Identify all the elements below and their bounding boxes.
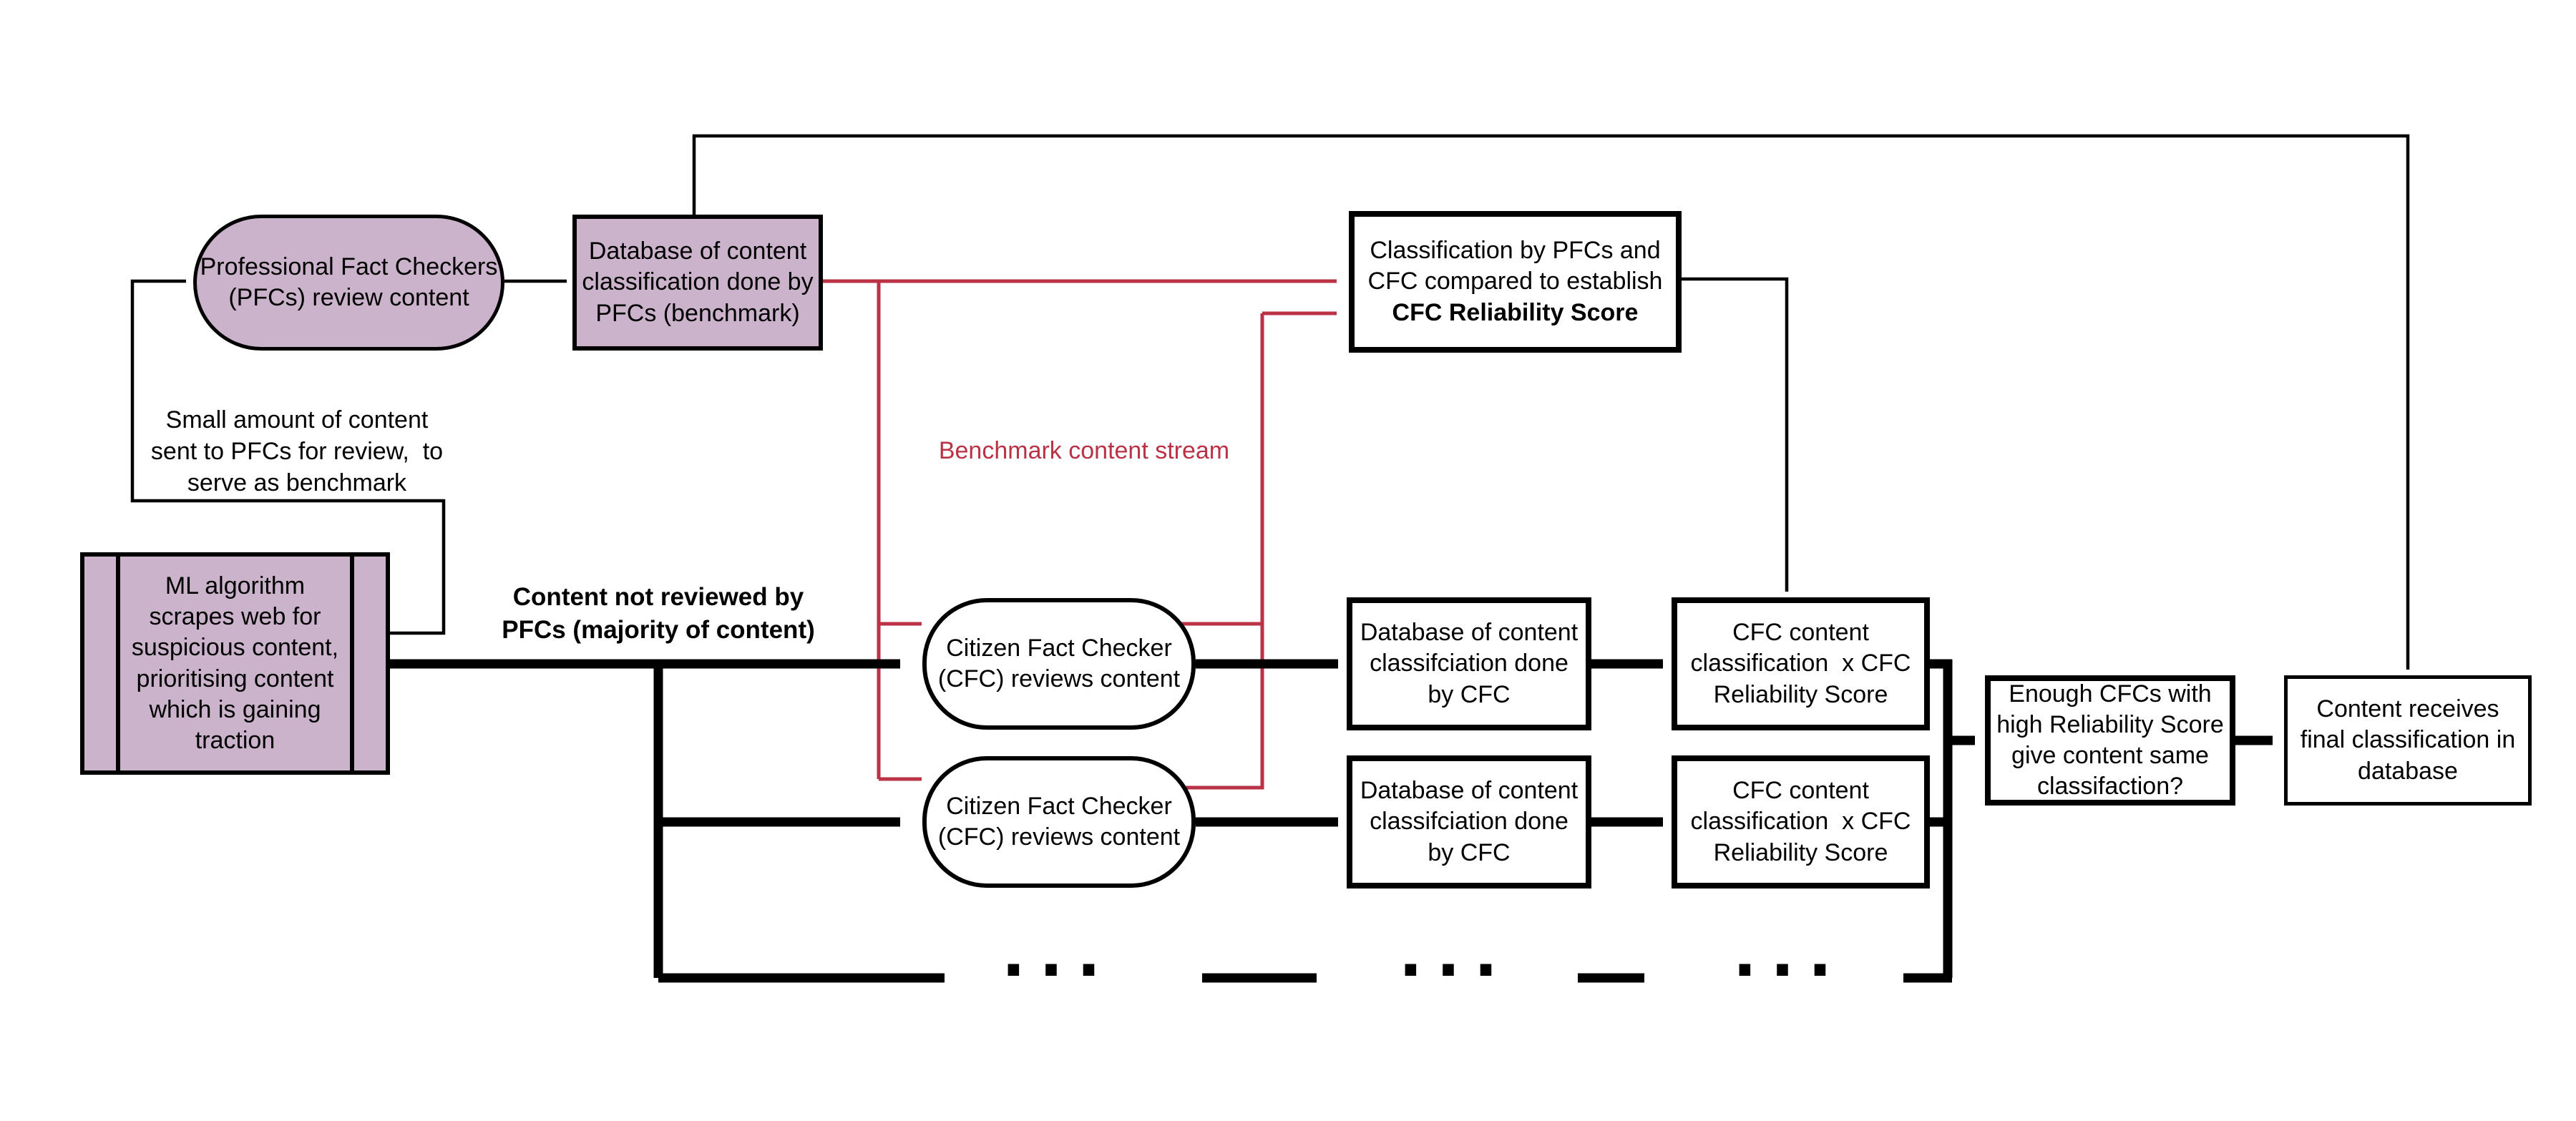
node-pfc-review: Professional Fact Checkers (PFCs) review… — [193, 215, 504, 351]
label-not-reviewed: Content not reviewed by PFCs (majority o… — [502, 583, 815, 644]
node-cfc-score-2: CFC content classification x CFC Reliabi… — [1672, 755, 1930, 889]
wire-top-loop-to-final — [692, 134, 2410, 670]
label-small-amount: Small amount of content sent to PFCs for… — [150, 406, 444, 497]
node-cfc-database-1-label: Database of content classifciation done … — [1360, 619, 1579, 708]
compare-lines: Classification by PFCs and CFC compared … — [1367, 237, 1663, 295]
node-enough-cfcs-label: Enough CFCs with high Reliability Score … — [1996, 680, 2224, 801]
ellipsis-2: ... — [1400, 905, 1513, 993]
node-cfc-review-1-label: Citizen Fact Checker (CFC) reviews conte… — [937, 634, 1181, 692]
thick-wires — [390, 659, 2273, 983]
node-cfc-score-2-label: CFC content classification x CFC Reliabi… — [1690, 777, 1911, 866]
wire-ml-to-pfc — [130, 279, 446, 635]
node-cfc-database-2-label: Database of content classifciation done … — [1360, 777, 1579, 866]
node-cfc-score-1: CFC content classification x CFC Reliabi… — [1672, 597, 1930, 730]
node-pfc-database-label: Database of content classification done … — [582, 238, 814, 327]
node-ml-algorithm: ML algorithm scrapes web for suspicious … — [80, 552, 390, 775]
thin-wires — [130, 134, 2410, 670]
node-cfc-review-1: Citizen Fact Checker (CFC) reviews conte… — [922, 598, 1196, 730]
node-pfc-database: Database of content classification done … — [572, 215, 823, 351]
node-ml-algorithm-label: ML algorithm scrapes web for suspicious … — [131, 572, 339, 754]
node-enough-cfcs: Enough CFCs with high Reliability Score … — [1985, 675, 2235, 806]
red-return-vertical — [1181, 313, 1264, 790]
wire-compare-to-score1 — [1682, 277, 1789, 592]
node-cfc-score-1-label: CFC content classification x CFC Reliabi… — [1690, 619, 1911, 708]
benchmark-stream-wires — [823, 279, 1337, 790]
node-final-classification-label: Content receives final classification in… — [2300, 695, 2516, 785]
ml-inner-bar-right — [350, 557, 354, 770]
node-cfc-review-2: Citizen Fact Checker (CFC) reviews conte… — [922, 756, 1196, 888]
ellipsis-1: ... — [1002, 905, 1116, 993]
node-cfc-review-2-label: Citizen Fact Checker (CFC) reviews conte… — [937, 792, 1181, 851]
compare-bold-line: CFC Reliability Score — [1392, 298, 1639, 326]
node-classification-compare: Classification by PFCs and CFC compared … — [1349, 211, 1682, 353]
ellipsis-3: ... — [1734, 905, 1847, 993]
ml-inner-bar-left — [116, 557, 120, 770]
label-benchmark-stream: Benchmark content stream — [938, 437, 1230, 464]
node-cfc-database-2: Database of content classifciation done … — [1347, 755, 1591, 889]
node-pfc-review-label: Professional Fact Checkers (PFCs) review… — [200, 253, 498, 311]
node-final-classification: Content receives final classification in… — [2284, 675, 2532, 806]
node-classification-compare-label: Classification by PFCs and CFC compared … — [1368, 235, 1663, 328]
node-cfc-database-1: Database of content classifciation done … — [1347, 597, 1591, 730]
